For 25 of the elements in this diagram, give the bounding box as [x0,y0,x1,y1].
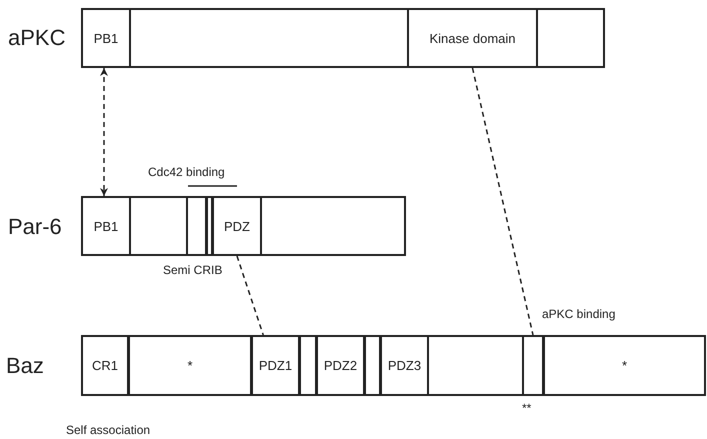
annotation-text: Cdc42 binding [148,166,225,178]
domain-box: PDZ [212,196,262,256]
domain-box [186,196,207,256]
protein-name: Baz [6,355,44,377]
domain-box: PDZ1 [251,335,300,396]
domain-box [206,196,213,256]
domain-box: * [128,335,252,396]
domain-box: PDZ3 [380,335,429,396]
protein-bar [81,335,706,396]
domain-annotation: aPKC binding [542,308,616,320]
domain-box [522,335,544,396]
interaction-arrow [100,68,108,196]
protein-bar [81,8,605,68]
annotation-text: Self association [66,424,150,436]
protein-name: aPKC [8,27,66,49]
interaction-line [236,256,264,336]
domain-box: PDZ2 [316,335,365,396]
domain-box [299,335,317,396]
protein-bar [81,196,406,256]
domain-annotation: ** [522,402,532,414]
domain-box [364,335,381,396]
protein-name: Par-6 [8,216,62,238]
domain-box: Kinase domain [407,8,538,68]
interaction-line [472,68,534,336]
domain-annotation: Semi CRIB [163,264,222,276]
